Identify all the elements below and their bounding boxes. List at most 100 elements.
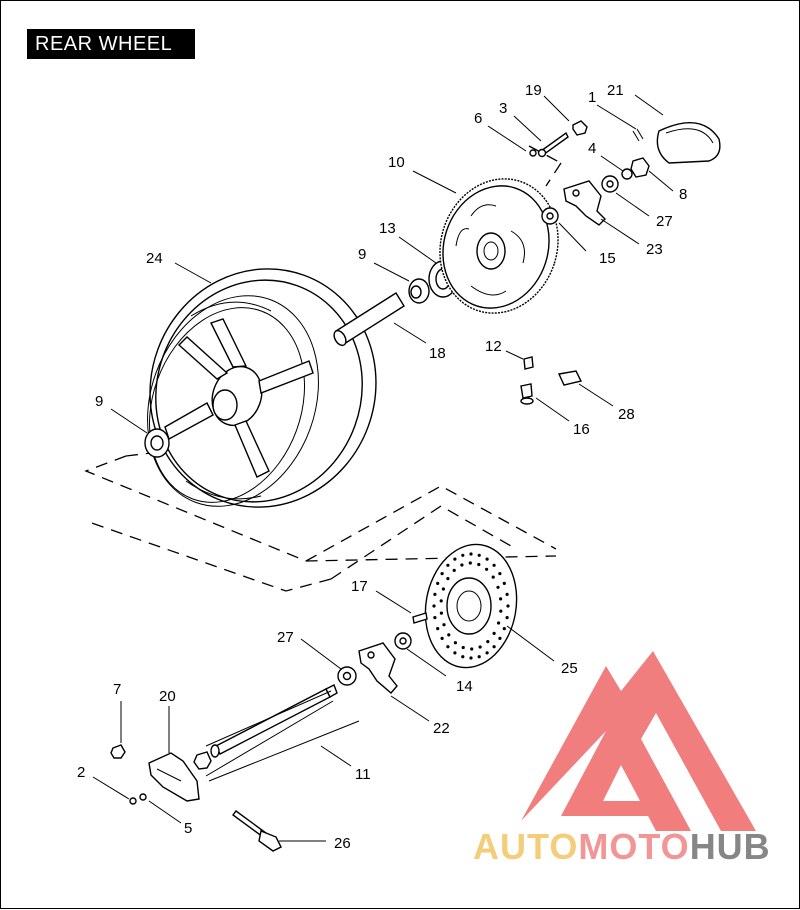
screw-part-2 <box>129 797 137 805</box>
callout-7: 7 <box>113 681 121 698</box>
disc-hole <box>469 656 473 660</box>
disc-hole <box>442 623 446 627</box>
disc-hole <box>432 604 436 608</box>
washer-part-14 <box>394 632 412 650</box>
callout-16: 16 <box>573 421 590 438</box>
disc-hole <box>477 553 481 557</box>
disc-hole <box>453 641 457 645</box>
disc-hole <box>485 567 489 571</box>
callout-20: 20 <box>159 688 176 705</box>
disc-hole <box>486 640 490 644</box>
nut-part-7-axle <box>193 751 212 770</box>
screw-part-17 <box>412 612 428 624</box>
disc-hole <box>506 604 510 608</box>
disc-hole <box>477 655 481 659</box>
axle-spacer-part-18 <box>333 292 405 347</box>
washer-part-27-lower <box>337 666 357 686</box>
disc-hole <box>436 627 440 631</box>
disc-hole <box>499 597 503 601</box>
disc-hole <box>505 616 509 620</box>
disc-hole <box>461 553 465 557</box>
valve-stem-part-16 <box>520 383 534 405</box>
bolt-part-3 <box>537 131 569 158</box>
clip-part-1 <box>632 128 644 142</box>
disc-hole <box>433 592 437 597</box>
bearing-part-9-lower <box>144 428 170 458</box>
callout-3: 3 <box>499 100 507 117</box>
callout-17: 17 <box>351 578 368 595</box>
callout-27-lower: 27 <box>277 629 294 646</box>
disc-hole <box>498 636 502 641</box>
nut-part-8 <box>630 157 650 178</box>
disc-hole <box>491 575 495 579</box>
disc-hole <box>436 581 440 586</box>
callout-12: 12 <box>485 338 502 355</box>
bearing-part-9-upper <box>408 278 430 304</box>
disc-hole <box>497 621 501 625</box>
callout-labels: 1 2 3 4 5 6 7 8 9 9 10 11 12 13 14 15 16… <box>77 82 687 852</box>
watermark-moto-text: MOTO <box>578 826 689 867</box>
callout-11: 11 <box>355 766 371 783</box>
disc-hole <box>441 587 445 591</box>
disc-hole <box>485 651 489 655</box>
callout-25: 25 <box>561 660 578 677</box>
sprocket-part-10 <box>439 178 559 314</box>
callout-1: 1 <box>588 89 596 106</box>
callout-23: 23 <box>646 241 663 258</box>
disc-hole <box>468 561 472 565</box>
callout-18: 18 <box>429 345 446 362</box>
callout-26: 26 <box>334 835 351 852</box>
disc-hole <box>460 563 464 567</box>
callout-28: 28 <box>618 406 635 423</box>
disc-hole <box>452 568 456 573</box>
disc-hole <box>502 627 506 631</box>
watermark-hub-text: HUB <box>690 826 771 867</box>
callout-21: 21 <box>607 82 624 99</box>
callout-19: 19 <box>525 82 542 99</box>
adjuster-bolt-part-26 <box>232 810 282 852</box>
disc-hole <box>469 552 473 556</box>
nut-part-7 <box>110 744 126 759</box>
disc-hole <box>439 599 443 603</box>
disc-hole <box>498 572 502 576</box>
disc-hole <box>499 609 503 613</box>
disc-hole <box>446 645 450 649</box>
callout-5: 5 <box>184 820 192 837</box>
nut-part-19 <box>572 120 588 136</box>
disc-hole <box>485 557 489 561</box>
axle-cover-part-21 <box>656 122 721 164</box>
disc-hole <box>453 557 457 561</box>
svg-text:AUTOMOTOHUB: AUTOMOTOHUB <box>473 826 771 867</box>
washer-part-4 <box>621 168 633 180</box>
disc-hole <box>440 572 444 576</box>
disc-hole <box>439 611 443 615</box>
leader-lines <box>92 94 674 842</box>
page-title: REAR WHEEL <box>27 29 195 59</box>
brake-disc-part-25 <box>424 543 518 669</box>
disc-hole <box>440 636 444 641</box>
callout-14: 14 <box>456 678 473 695</box>
washer-part-15 <box>541 207 559 225</box>
callout-27-upper: 27 <box>656 213 673 230</box>
washer-part-27-upper <box>601 175 619 193</box>
callout-2: 2 <box>77 764 85 781</box>
disc-hole <box>492 563 496 567</box>
callout-24: 24 <box>146 250 163 267</box>
disc-hole <box>461 645 465 650</box>
callout-15: 15 <box>599 250 616 267</box>
disc-hole <box>446 563 450 567</box>
assembly-dashed-lines <box>84 145 562 592</box>
disc-hole <box>505 592 509 597</box>
watermark-auto-text: AUTO <box>473 826 578 867</box>
disc-hole <box>502 581 506 586</box>
washer-part-5 <box>139 793 147 801</box>
automotohub-logo: AUTOMOTOHUB <box>473 651 771 867</box>
disc-hole <box>446 577 450 581</box>
axle-part-11 <box>205 684 338 758</box>
disc-hole <box>492 631 496 636</box>
balance-weight-part-28 <box>557 370 583 386</box>
disc-hole <box>447 633 451 637</box>
washer-part-6 <box>529 149 537 157</box>
